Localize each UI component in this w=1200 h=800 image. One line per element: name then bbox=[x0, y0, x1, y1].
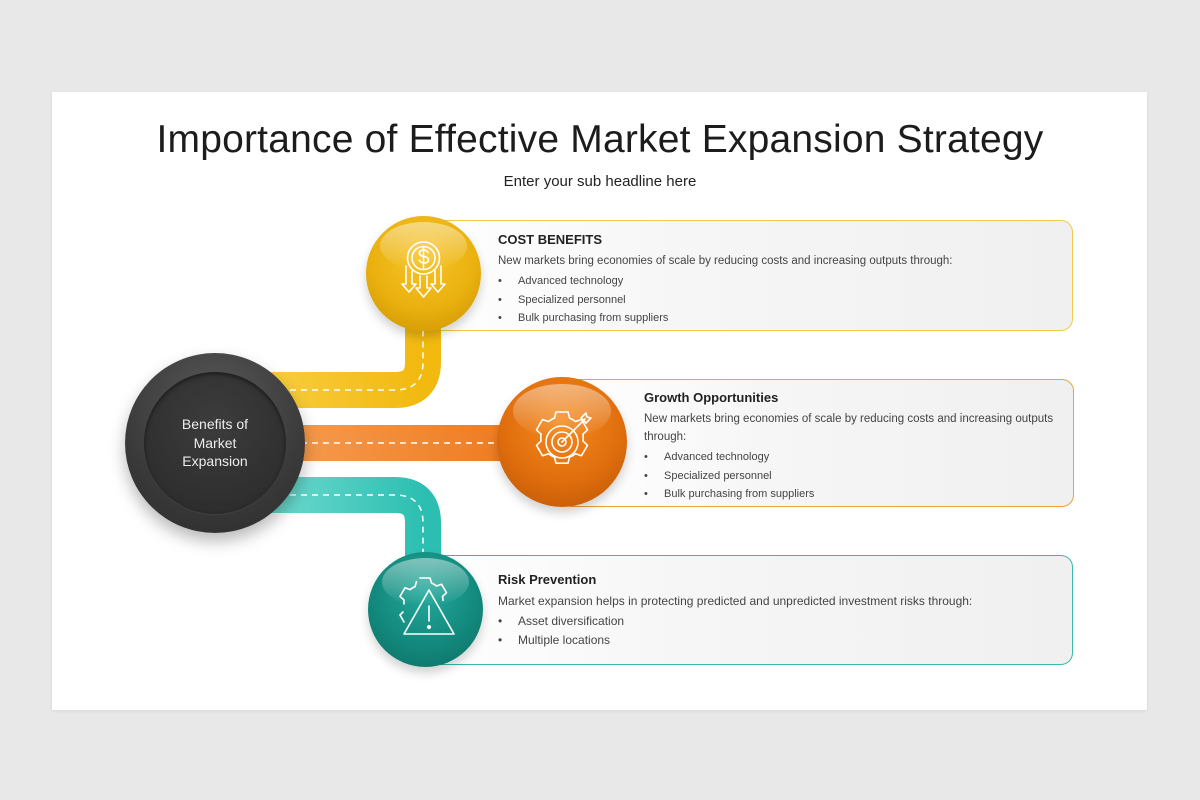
list-item: Advanced technology bbox=[644, 448, 1054, 467]
card-heading: Risk Prevention bbox=[498, 572, 597, 587]
list-item: Multiple locations bbox=[498, 631, 1058, 650]
dollar-coin-arrows-icon bbox=[401, 241, 446, 298]
gear-target-icon bbox=[535, 411, 592, 464]
bullet-list: Advanced technology Specialized personne… bbox=[498, 272, 1058, 328]
teal-connector bbox=[230, 477, 441, 585]
growth-opportunities-circle bbox=[497, 377, 627, 507]
hub-circle: Benefits of Market Expansion bbox=[125, 353, 305, 533]
risk-prevention-circle bbox=[368, 552, 483, 667]
card-description: Market expansion helps in protecting pre… bbox=[498, 594, 973, 608]
growth-opportunities-text: Growth Opportunities New markets bring e… bbox=[644, 390, 1054, 504]
list-item: Bulk purchasing from suppliers bbox=[644, 485, 1054, 504]
list-item: Advanced technology bbox=[498, 272, 1058, 291]
cost-benefits-text: COST BENEFITS New markets bring economie… bbox=[498, 232, 1058, 328]
card-description: New markets bring economies of scale by … bbox=[498, 255, 953, 267]
gear-warning-icon bbox=[399, 577, 455, 635]
page-subtitle: Enter your sub headline here bbox=[503, 173, 697, 190]
list-item: Specialized personnel bbox=[498, 291, 1058, 310]
page-title: Importance of Effective Market Expansion… bbox=[156, 118, 1044, 161]
hub-label: Benefits of Market Expansion bbox=[125, 415, 305, 471]
yellow-connector bbox=[230, 300, 441, 408]
list-item: Asset diversification bbox=[498, 612, 1058, 631]
list-item: Bulk purchasing from suppliers bbox=[498, 309, 1058, 328]
list-item: Specialized personnel bbox=[644, 467, 1054, 486]
card-description: New markets bring economies of scale by … bbox=[644, 413, 1054, 443]
hub-label-line: Market bbox=[193, 434, 237, 451]
bullet-list: Advanced technology Specialized personne… bbox=[644, 448, 1054, 504]
hub-label-line: Benefits of bbox=[181, 416, 249, 432]
hub-inner-circle bbox=[144, 372, 286, 514]
card-heading: COST BENEFITS bbox=[498, 232, 603, 247]
card-heading: Growth Opportunities bbox=[644, 390, 779, 405]
bullet-list: Asset diversification Multiple locations bbox=[498, 612, 1058, 649]
cost-benefits-circle bbox=[366, 216, 481, 331]
hub-label-line: Expansion bbox=[182, 453, 248, 469]
risk-prevention-text: Risk Prevention Market expansion helps i… bbox=[498, 572, 1058, 649]
